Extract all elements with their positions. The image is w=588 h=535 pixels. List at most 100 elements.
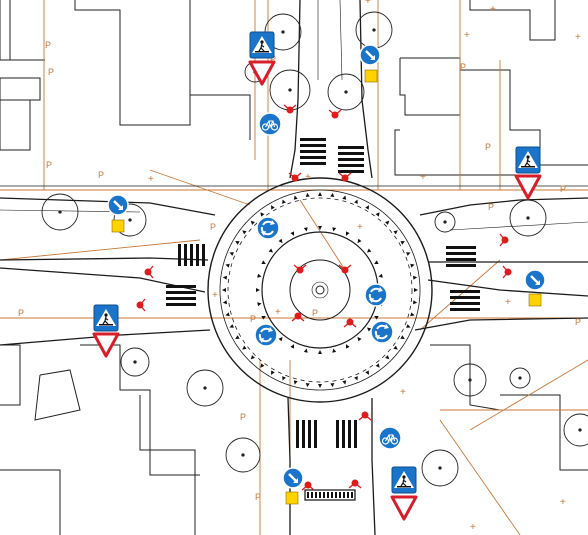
ring-chevron xyxy=(406,324,411,328)
ring-chevron xyxy=(342,195,347,200)
ring-chevron xyxy=(242,230,247,235)
signal-head xyxy=(135,298,146,312)
ring-chevron xyxy=(293,195,298,200)
inner-chevron xyxy=(366,327,372,332)
ring-chevron xyxy=(250,355,255,360)
parcel-letter: P xyxy=(560,184,566,194)
parcel-letter: P xyxy=(98,170,104,180)
signal-head xyxy=(499,233,510,247)
trees xyxy=(41,11,588,487)
ring-chevron xyxy=(222,288,226,292)
ring-chevron xyxy=(330,382,335,388)
parcel-letter: P xyxy=(312,308,318,318)
cross-mark: + xyxy=(575,32,581,43)
stop-bar xyxy=(304,489,356,501)
roundabout-ring xyxy=(207,177,433,403)
signal-head xyxy=(502,265,513,279)
signal-head xyxy=(301,480,315,491)
signal-head xyxy=(338,264,352,275)
parcel-letter: P xyxy=(270,54,276,64)
ring-chevron xyxy=(242,345,247,350)
cross-mark: + xyxy=(365,0,371,7)
stop-bar-tick xyxy=(343,492,345,498)
stop-bar-tick xyxy=(315,492,317,498)
stop-bar-tick xyxy=(307,492,309,498)
keep-right-sign xyxy=(281,466,305,490)
tree xyxy=(434,211,456,233)
keep-right-sign xyxy=(358,43,382,67)
signal-head xyxy=(343,317,357,328)
ring-chevron xyxy=(318,192,322,196)
ring-chevron xyxy=(385,220,390,225)
ring-chevron xyxy=(354,376,358,381)
ring-chevron xyxy=(305,192,310,198)
ring-chevron xyxy=(354,199,358,204)
roundabout-sign xyxy=(364,283,388,307)
traffic-signs xyxy=(92,31,547,521)
pedestrian-crossing-sign xyxy=(93,304,119,332)
ring-chevrons xyxy=(222,192,418,388)
inner-chevron xyxy=(257,273,262,278)
stop-bar-tick xyxy=(331,492,333,498)
cross-mark: + xyxy=(490,4,496,15)
ring-chevron xyxy=(410,312,415,317)
zebra-crossings xyxy=(166,138,480,448)
tree xyxy=(421,449,459,487)
parcel-letter: P xyxy=(575,317,581,327)
tree xyxy=(120,347,150,377)
stop-bar-tick xyxy=(311,492,313,498)
cross-mark: + xyxy=(212,290,218,301)
inner-chevron xyxy=(374,315,379,320)
parcel-letter: P xyxy=(46,160,52,170)
tree xyxy=(225,437,261,473)
parcel-letter: P xyxy=(485,142,491,152)
signal-head xyxy=(143,265,154,279)
signal-head xyxy=(358,410,372,421)
tree xyxy=(355,11,393,49)
inner-chevron xyxy=(303,227,308,232)
cross-mark: + xyxy=(505,297,511,308)
cross-mark: + xyxy=(305,172,311,183)
inner-chevron xyxy=(366,248,372,253)
yellow-supplementary-plate xyxy=(528,293,542,307)
tree xyxy=(563,413,588,447)
inner-chevron xyxy=(261,260,266,265)
roundabout-sign xyxy=(370,320,394,344)
ring-chevron xyxy=(305,382,310,388)
ring-chevron xyxy=(222,300,228,305)
inner-chevron xyxy=(357,336,362,342)
ring-chevron xyxy=(410,263,415,268)
pedestrian-crossing-sign xyxy=(391,466,417,494)
ring-chevron xyxy=(393,230,398,235)
tree xyxy=(453,363,487,397)
ring-chevron xyxy=(393,345,398,350)
ring-chevron xyxy=(412,300,418,305)
keep-right-sign xyxy=(523,268,547,292)
ring-chevron xyxy=(225,312,230,317)
tree xyxy=(327,73,365,111)
inner-chevron xyxy=(278,238,283,244)
cross-mark: + xyxy=(357,222,363,233)
cross-mark: + xyxy=(464,30,470,41)
tree xyxy=(509,367,531,389)
stop-bar-tick xyxy=(323,492,325,498)
ring-chevron xyxy=(385,355,390,360)
parcel-letter: P xyxy=(210,222,216,232)
inner-chevron xyxy=(278,336,283,342)
keep-right-sign xyxy=(106,193,130,217)
stop-bar-tick xyxy=(335,492,337,498)
inner-chevron xyxy=(256,288,260,292)
pedestrian-crossing-sign xyxy=(249,31,275,59)
inner-chevron xyxy=(268,248,274,253)
ring-chevron xyxy=(225,263,230,268)
parcel-letter: P xyxy=(48,67,54,77)
ring-chevron xyxy=(235,335,240,339)
ring-chevron xyxy=(400,241,405,245)
yield-sign xyxy=(514,174,542,200)
ring-chevron xyxy=(271,205,275,210)
stop-bar-tick xyxy=(351,492,353,498)
pedestrian-crossing-sign xyxy=(515,146,541,174)
parcel-labels: PPPPPPPPPPPPPPPPPPP++++++++++++++ xyxy=(18,0,581,533)
